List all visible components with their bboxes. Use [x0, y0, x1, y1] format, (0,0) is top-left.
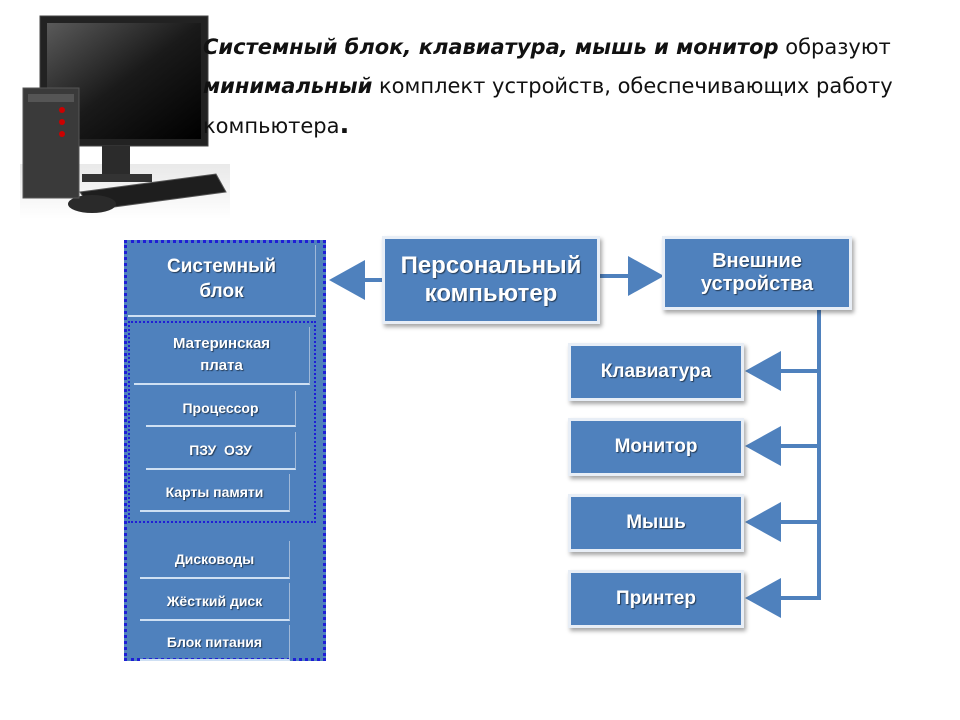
node-personal-computer: Персональный компьютер — [382, 236, 600, 324]
node-hard-disk-label: Жёсткий диск — [166, 593, 263, 609]
node-disk-drives-label: Дисководы — [174, 551, 255, 567]
node-drive: Блок питания — [140, 625, 290, 661]
monitor-stand — [102, 146, 130, 176]
node-device-mouse: Мышь — [568, 494, 744, 552]
node-drive: Жёсткий диск — [140, 583, 290, 621]
intro-bold-subjects: Системный блок, клавиатура, мышь и монит… — [203, 35, 779, 59]
node-processor-label: Процессор — [182, 400, 259, 416]
node-motherboard: Материнская плата — [134, 327, 310, 385]
node-board-part: Карты памяти — [140, 474, 290, 512]
node-drive: Дисководы — [140, 541, 290, 579]
computer-illustration — [20, 15, 230, 219]
node-motherboard-label: Материнская плата — [172, 334, 271, 375]
system-block-panel — [124, 240, 326, 661]
node-device-keyboard: Клавиатура — [568, 343, 744, 401]
node-board-part: Процессор — [146, 391, 296, 427]
node-board-part: ПЗУ ОЗУ — [146, 432, 296, 470]
motherboard-group — [128, 321, 316, 523]
node-external-devices: Внешние устройства — [662, 236, 852, 310]
node-system-block: Системный блок — [128, 245, 316, 317]
node-power-supply-label: Блок питания — [166, 634, 263, 650]
node-keyboard-label: Клавиатура — [600, 361, 712, 383]
tower-case — [22, 87, 80, 199]
node-personal-computer-label: Персональный компьютер — [400, 252, 582, 307]
intro-text: Системный блок, клавиатура, мышь и монит… — [203, 28, 933, 146]
node-monitor-label: Монитор — [614, 436, 698, 458]
node-printer-label: Принтер — [616, 588, 696, 610]
node-system-block-label: Системный блок — [166, 256, 277, 302]
node-rom-ram-label: ПЗУ ОЗУ — [189, 442, 252, 458]
node-mouse-label: Мышь — [626, 512, 686, 534]
node-external-devices-label: Внешние устройства — [700, 250, 814, 295]
node-memory-cards-label: Карты памяти — [165, 484, 264, 500]
mouse — [68, 195, 116, 213]
intro-bold-minimal: минимальный — [203, 74, 373, 98]
node-device-printer: Принтер — [568, 570, 744, 628]
monitor-base — [82, 174, 152, 182]
intro-text-2: комплект устройств, обеспечивающих работ… — [203, 74, 893, 138]
intro-text-1: образуют — [778, 35, 891, 59]
node-device-monitor: Монитор — [568, 418, 744, 476]
intro-period: . — [339, 110, 350, 140]
